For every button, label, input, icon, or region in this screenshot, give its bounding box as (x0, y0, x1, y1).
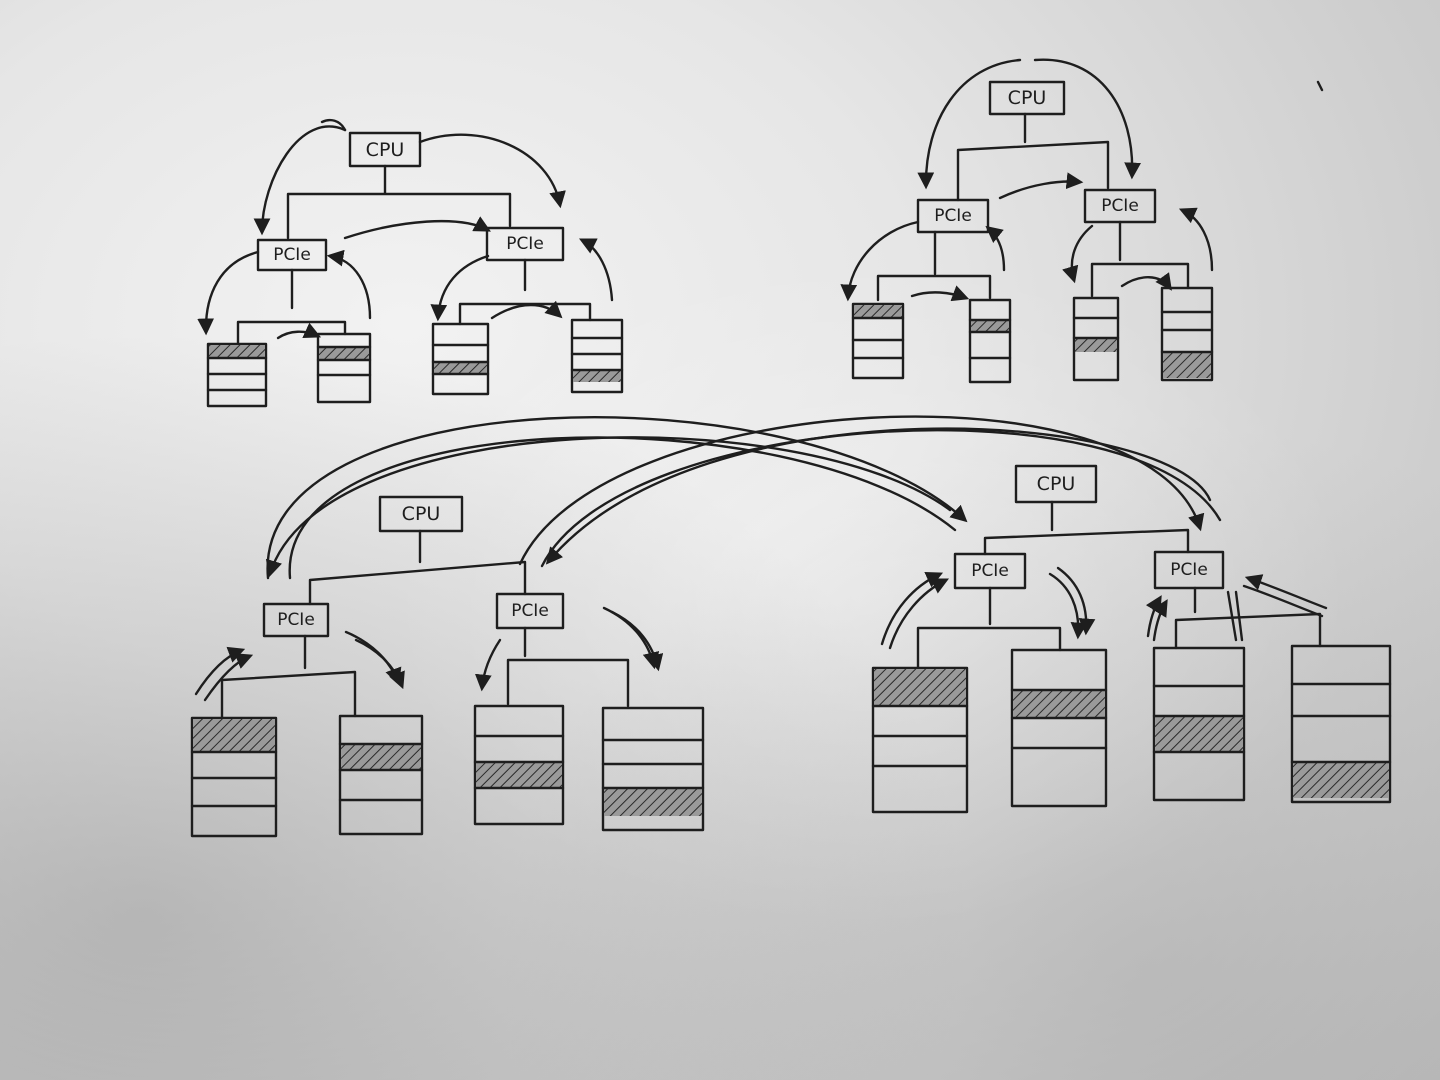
cluster-top-left: CPU PCIe PCIe (197, 118, 624, 408)
cluster-bottom-left: CPU PCIe PCIe (190, 495, 705, 838)
storage-unit (473, 704, 565, 826)
cpu-label: CPU (1037, 473, 1076, 495)
cluster-bottom-right: CPU PCIe PCIe (871, 464, 1392, 814)
pcie-box: PCIe (256, 238, 328, 272)
pcie-box: PCIe (262, 602, 330, 638)
storage-unit (851, 302, 905, 380)
cluster-top-right: CPU PCIe PCIe (840, 58, 1214, 384)
cpu-label: CPU (366, 139, 405, 161)
pcie-box: PCIe (1153, 550, 1225, 590)
cpu-box: CPU (988, 80, 1066, 116)
storage-unit (871, 666, 969, 814)
pcie-label: PCIe (971, 561, 1009, 581)
cpu-label: CPU (402, 503, 441, 525)
storage-unit (190, 716, 278, 838)
pcie-label: PCIe (273, 245, 311, 265)
pcie-label: PCIe (277, 610, 315, 630)
storage-unit (968, 298, 1012, 384)
storage-unit (1152, 646, 1246, 802)
pcie-box: PCIe (916, 198, 990, 234)
pcie-box: PCIe (953, 552, 1027, 590)
pcie-box: PCIe (1083, 188, 1157, 224)
pcie-label: PCIe (506, 234, 544, 254)
interconnect-arrows (265, 415, 1222, 580)
storage-unit (316, 332, 372, 404)
cpu-box: CPU (378, 495, 464, 533)
pcie-box: PCIe (485, 226, 565, 262)
storage-unit (570, 318, 624, 394)
storage-unit (1010, 648, 1108, 808)
storage-unit (1290, 644, 1392, 804)
storage-unit (601, 706, 705, 832)
storage-unit (206, 342, 268, 408)
storage-unit (1072, 296, 1120, 382)
pen-mark (1316, 80, 1324, 92)
pcie-label: PCIe (1170, 560, 1208, 580)
cpu-box: CPU (348, 131, 422, 168)
storage-unit (338, 714, 424, 836)
cpu-label: CPU (1008, 87, 1047, 109)
storage-unit (1160, 286, 1214, 382)
pcie-label: PCIe (934, 206, 972, 226)
cpu-box: CPU (1014, 464, 1098, 504)
storage-unit (431, 322, 490, 396)
pcie-label: PCIe (511, 601, 549, 621)
pcie-box: PCIe (495, 592, 565, 630)
pcie-label: PCIe (1101, 196, 1139, 216)
